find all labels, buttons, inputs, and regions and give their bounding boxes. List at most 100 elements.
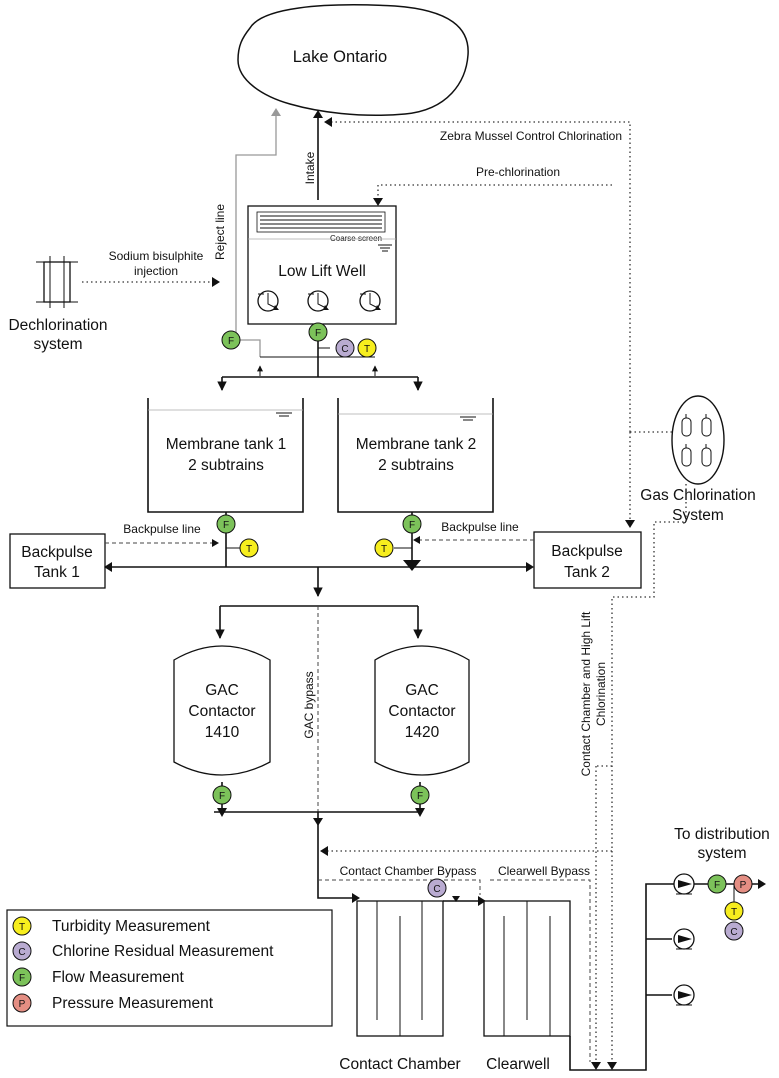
high-lift-suction [569, 883, 680, 1071]
distribution-line2: system [697, 845, 746, 862]
legend-item-pressure: P Pressure Measurement [12, 993, 214, 1013]
backpulse-tank-1 [9, 533, 106, 589]
svg-text:T: T [731, 907, 737, 918]
svg-text:F: F [409, 520, 415, 531]
svg-text:C: C [730, 927, 737, 938]
clearwell-bypass-line [490, 879, 591, 1062]
contact-chamber-bypass-line [318, 879, 481, 895]
cc-hl-chlorination-line [611, 484, 687, 1062]
legend-item-turbidity: T Turbidity Measurement [12, 916, 211, 936]
cw-bypass-label: Clearwell Bypass [498, 864, 590, 878]
gas-chlor-line2: System [672, 507, 724, 524]
gac-contactor-1410 [173, 645, 271, 776]
flow-meter-icon: F [216, 514, 236, 534]
svg-text:F: F [315, 328, 321, 339]
membrane1-line1: Membrane tank 1 [166, 436, 287, 453]
svg-text:P: P [740, 880, 747, 891]
backpulse-tank-2 [533, 531, 642, 589]
gac2-line1: GAC [405, 682, 439, 699]
distribution-line1: To distribution [674, 826, 770, 843]
svg-text:F: F [19, 973, 25, 984]
svg-text:Flow Measurement: Flow Measurement [52, 969, 184, 986]
flow-meter-icon: F [221, 330, 241, 350]
flow-meter-icon: F [308, 322, 328, 342]
gac1-line1: GAC [205, 682, 239, 699]
low-lift-pump-icon [257, 290, 279, 312]
turbidity-meter-icon: T [724, 901, 744, 921]
low-lift-pump-icon [359, 290, 381, 312]
lake-label: Lake Ontario [293, 48, 387, 66]
backpulse2-line2: Tank 2 [564, 564, 610, 581]
zebra-chlorination-line [332, 121, 631, 432]
svg-text:F: F [228, 336, 234, 347]
gac1-line3: 1410 [205, 724, 240, 741]
dechlorination-icon [36, 256, 78, 308]
reject-arrow [271, 108, 281, 116]
gac2-line3: 1420 [405, 724, 440, 741]
pressure-gauge-icon: P [733, 874, 753, 894]
turbidity-meter-icon: T [357, 338, 377, 358]
turbidity-meter-icon: T [239, 538, 259, 558]
main-treated-line [317, 812, 352, 899]
prechlor-label: Pre-chlorination [476, 165, 560, 179]
svg-text:F: F [714, 880, 720, 891]
prechlorination-line [377, 184, 612, 200]
svg-text:F: F [223, 520, 229, 531]
svg-text:F: F [219, 791, 225, 802]
chlorine-analyzer-icon: C [335, 338, 355, 358]
flow-meter-icon: F [707, 874, 727, 894]
legend-item-flow: F Flow Measurement [12, 967, 184, 987]
turbidity-meter-icon: T [374, 538, 394, 558]
zebra-label: Zebra Mussel Control Chlorination [440, 129, 622, 143]
cc-bypass-label: Contact Chamber Bypass [340, 864, 477, 878]
reject-pipe [235, 114, 277, 357]
gac1-line2: Contactor [188, 703, 255, 720]
intake-label: Intake [303, 151, 317, 184]
membrane2-line1: Membrane tank 2 [356, 436, 477, 453]
gac-contactor-1420 [374, 645, 470, 776]
flow-meter-icon: F [212, 785, 232, 805]
clearwell-label: Clearwell [486, 1056, 550, 1073]
contact-chamber-label: Contact Chamber [339, 1056, 460, 1073]
chlorine-analyzer-icon: C [427, 878, 447, 898]
svg-text:T: T [381, 544, 387, 555]
flow-meter-icon: F [410, 785, 430, 805]
low-lift-label: Low Lift Well [278, 263, 366, 280]
svg-text:T: T [246, 544, 252, 555]
injection-label-1: Sodium bisulphite [109, 249, 204, 263]
reject-label: Reject line [213, 204, 227, 260]
backpulse1-pipe-label: Backpulse line [123, 522, 201, 536]
water-level-icon [378, 244, 392, 252]
svg-text:T: T [19, 922, 25, 933]
coarse-screen [256, 211, 386, 233]
svg-text:Chlorine Residual Measurement: Chlorine Residual Measurement [52, 943, 274, 960]
flow-meter-icon: F [402, 514, 422, 534]
dechlor-label-2: system [33, 336, 82, 353]
gas-chlorination-icon [671, 395, 725, 485]
coarse-screen-label: Coarse screen [330, 234, 382, 243]
backpulse1-line1: Backpulse [21, 544, 93, 561]
backpulse2-line1: Backpulse [551, 543, 623, 560]
water-level-icon [276, 412, 292, 417]
legend-box [6, 909, 333, 1027]
membrane2-line2: 2 subtrains [378, 457, 454, 474]
gas-chlor-line1: Gas Chlorination [640, 487, 755, 504]
dechlor-label-1: Dechlorination [8, 317, 107, 334]
membrane-tank-2 [337, 398, 494, 513]
membrane-tank-1 [147, 398, 304, 513]
chlorine-analyzer-icon: C [724, 921, 744, 941]
injection-label-2: injection [134, 264, 178, 278]
svg-text:C: C [341, 344, 348, 355]
high-lift-pump-icon [673, 928, 695, 950]
backpulse2-pipe-label: Backpulse line [441, 520, 519, 534]
high-lift-pump-icon [673, 873, 695, 895]
legend-item-chlorine: C Chlorine Residual Measurement [12, 941, 274, 961]
svg-text:F: F [417, 791, 423, 802]
low-lift-pump-icon [307, 290, 329, 312]
svg-text:Turbidity Measurement: Turbidity Measurement [52, 918, 211, 935]
backpulse1-line2: Tank 1 [34, 564, 80, 581]
gac2-line2: Contactor [388, 703, 455, 720]
lake-shape [237, 4, 469, 116]
svg-text:C: C [433, 884, 440, 895]
